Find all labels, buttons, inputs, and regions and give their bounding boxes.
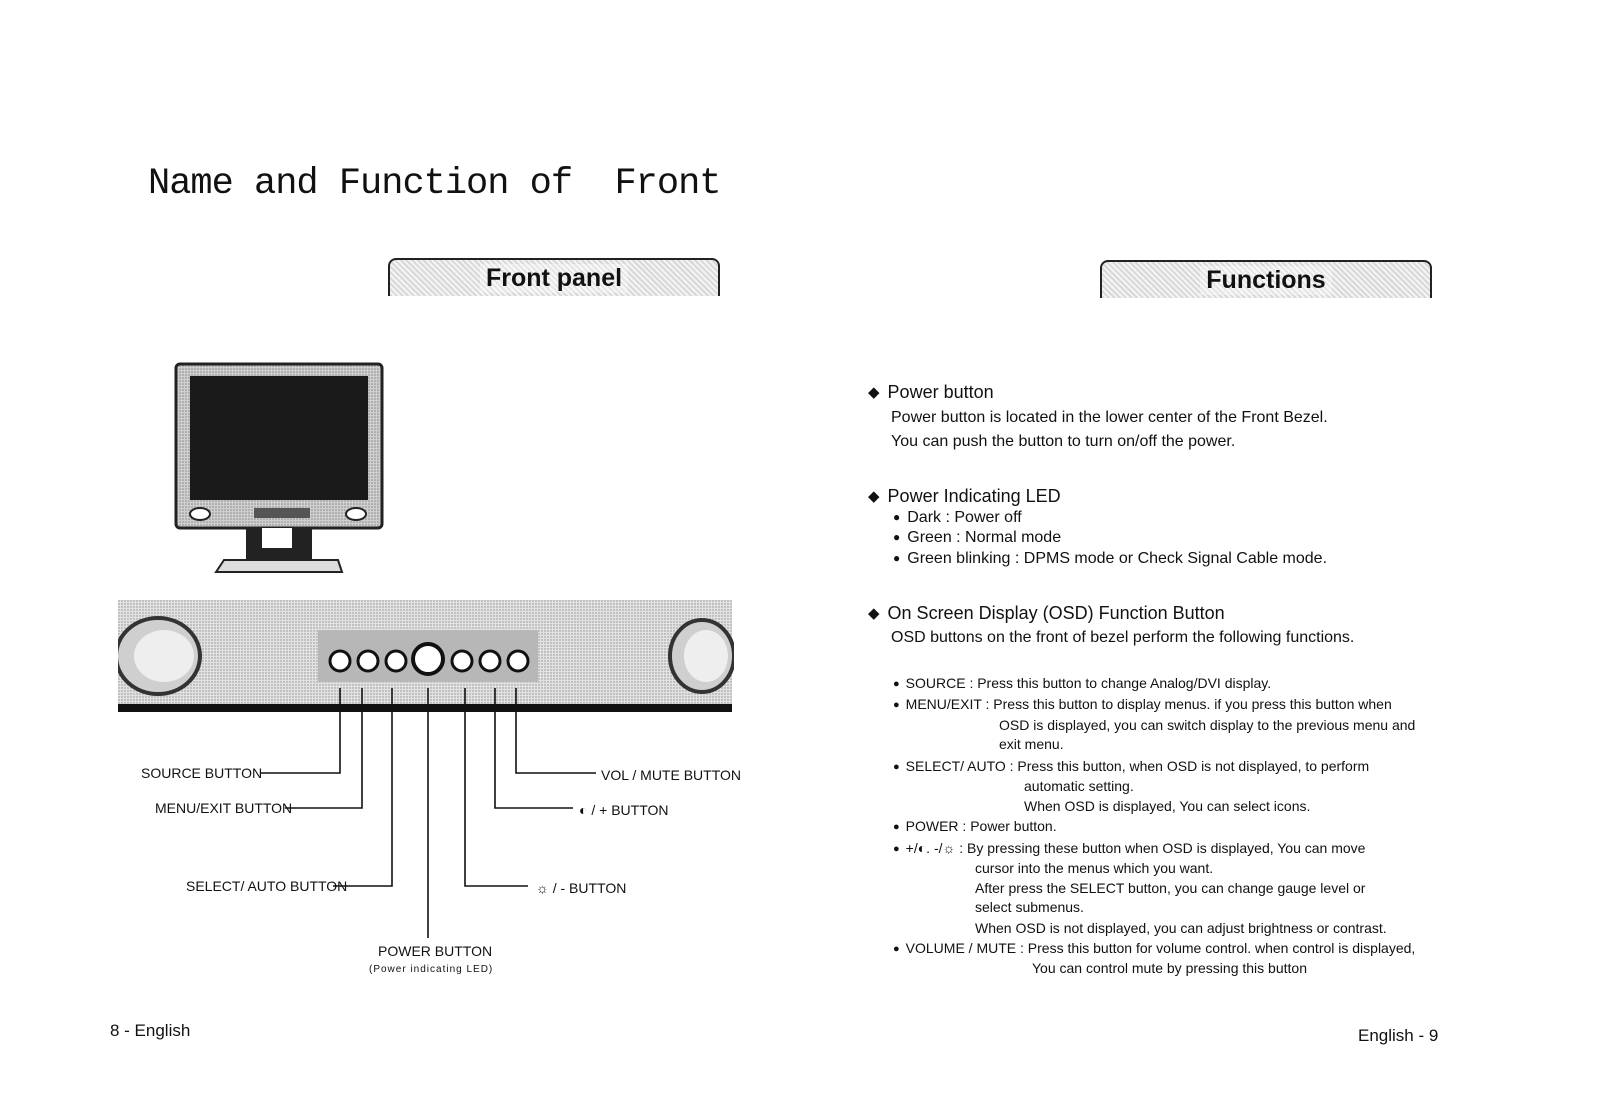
osd-power: POWER : Power button. [893, 816, 1057, 838]
page-number-left: 8 - English [110, 1021, 191, 1040]
vol-mute-button-callout: VOL / MUTE BUTTON [601, 767, 742, 783]
osd-source: SOURCE : Press this button to change Ana… [893, 673, 1271, 695]
monitor-illustration [174, 362, 384, 573]
led-item-dark: Dark : Power off [893, 508, 1021, 528]
power-button-heading: Power button [868, 382, 994, 403]
power-led-callout: (Power indicating LED) [369, 964, 494, 975]
osd-adjust-line-2: cursor into the menus which you want. [975, 860, 1214, 876]
select-auto-button-callout: SELECT/ AUTO BUTTON [186, 878, 348, 894]
led-item-blinking: Green blinking : DPMS mode or Check Sign… [893, 549, 1327, 569]
osd-adjust-line-3: After press the SELECT button, you can c… [975, 880, 1366, 896]
osd-volume-line-1: VOLUME / MUTE : Press this button for vo… [893, 938, 1416, 960]
osd-menu-line-3: exit menu. [999, 736, 1064, 752]
osd-adjust-line-5: When OSD is not displayed, you can adjus… [975, 920, 1387, 936]
led-item-green: Green : Normal mode [893, 528, 1061, 548]
osd-select-line-1: SELECT/ AUTO : Press this button, when O… [893, 756, 1370, 778]
osd-intro: OSD buttons on the front of bezel perfor… [891, 629, 1355, 646]
front-panel-tab: Front panel [388, 258, 720, 296]
osd-select-line-2: automatic setting. [1024, 778, 1134, 794]
source-button-callout: SOURCE BUTTON [141, 765, 263, 781]
osd-volume-line-2: You can control mute by pressing this bu… [1032, 960, 1307, 976]
page-title: Name and Function of Front [148, 163, 721, 205]
power-button-callout: POWER BUTTON [378, 943, 493, 959]
front-panel-tab-label: Front panel [479, 263, 629, 293]
osd-adjust-line-4: select submenus. [975, 899, 1084, 915]
functions-tab: Functions [1100, 260, 1432, 298]
osd-adjust-line-1: +/◐. -/☼ : By pressing these button when… [893, 838, 1366, 860]
plus-button-callout: ◐ / + BUTTON [579, 802, 669, 818]
power-button-desc-1: Power button is located in the lower cen… [891, 409, 1328, 426]
power-button-desc-2: You can push the button to turn on/off t… [891, 433, 1236, 450]
menu-exit-button-callout: MENU/EXIT BUTTON [155, 800, 293, 816]
osd-menu-line-1: MENU/EXIT : Press this button to display… [893, 694, 1392, 716]
minus-button-callout: ☼ / - BUTTON [536, 880, 627, 896]
functions-tab-label: Functions [1200, 265, 1332, 295]
page-number-right: English - 9 [1358, 1026, 1439, 1045]
power-led-heading: Power Indicating LED [868, 486, 1061, 507]
front-bezel-closeup [118, 600, 734, 712]
osd-select-line-3: When OSD is displayed, You can select ic… [1024, 798, 1311, 814]
osd-menu-line-2: OSD is displayed, you can switch display… [999, 717, 1416, 733]
osd-heading: On Screen Display (OSD) Function Button [868, 603, 1225, 624]
